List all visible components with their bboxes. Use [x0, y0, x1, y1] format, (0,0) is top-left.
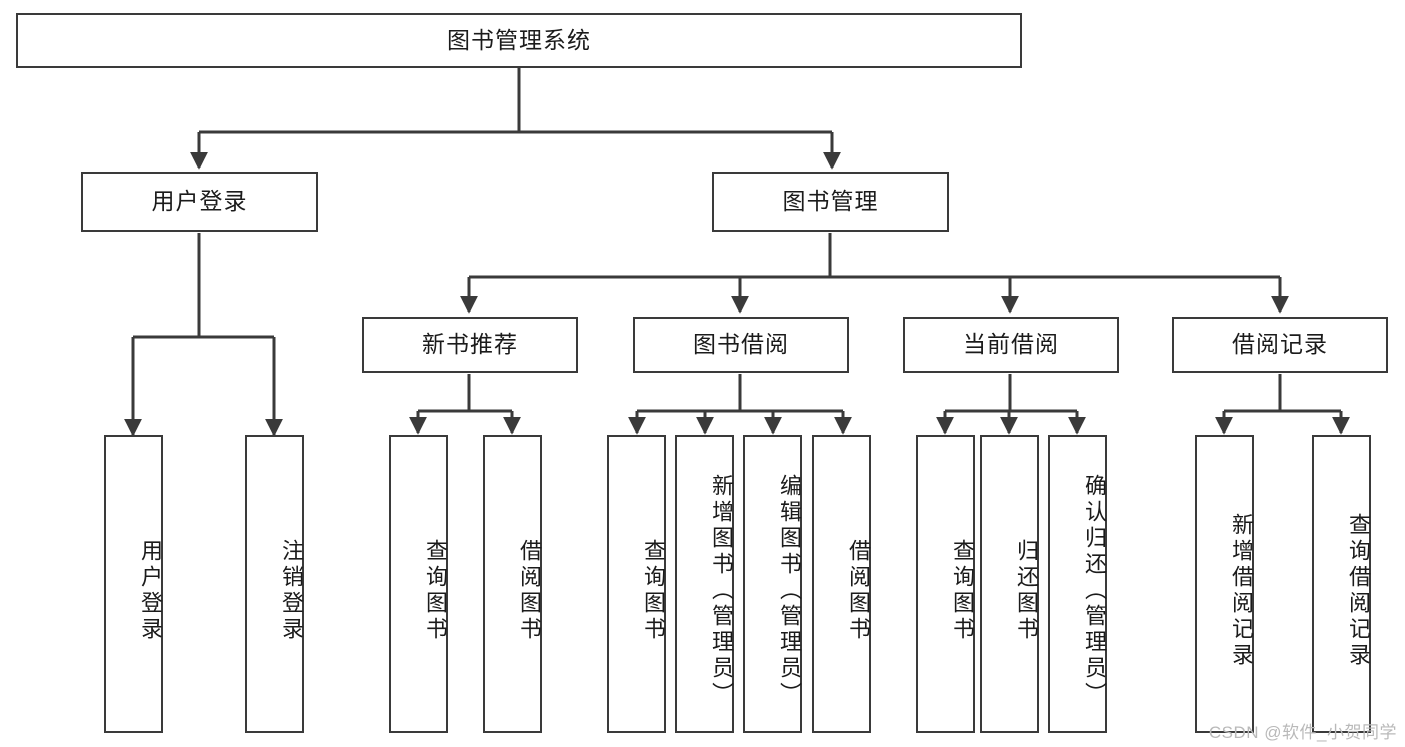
- node-label: 当前借阅: [963, 331, 1059, 358]
- node-label: 确认归还（管理员）: [1082, 474, 1107, 708]
- node-leaf-recommend-query-book[interactable]: 查询图书: [389, 435, 448, 733]
- node-book-management[interactable]: 图书管理: [712, 172, 949, 232]
- node-label: 新增借阅记录: [1229, 513, 1254, 669]
- node-leaf-user-logout[interactable]: 注销登录: [245, 435, 304, 733]
- node-leaf-borrow-edit-book-admin[interactable]: 编辑图书（管理员）: [743, 435, 802, 733]
- node-leaf-current-confirm-return-admin[interactable]: 确认归还（管理员）: [1048, 435, 1107, 733]
- node-label: 归还图书: [1014, 539, 1039, 643]
- node-label: 编辑图书（管理员）: [777, 474, 802, 708]
- node-leaf-record-add-record[interactable]: 新增借阅记录: [1195, 435, 1254, 733]
- node-label: 借阅图书: [846, 539, 871, 643]
- node-current-borrow[interactable]: 当前借阅: [903, 317, 1119, 373]
- node-leaf-recommend-borrow-book[interactable]: 借阅图书: [483, 435, 542, 733]
- csdn-watermark: CSDN @软件_小贺同学: [1208, 723, 1397, 742]
- node-label: 图书管理: [782, 188, 879, 215]
- node-new-book-recommend[interactable]: 新书推荐: [362, 317, 578, 373]
- node-leaf-record-query-record[interactable]: 查询借阅记录: [1312, 435, 1371, 733]
- node-leaf-user-login[interactable]: 用户登录: [104, 435, 163, 733]
- node-label: 查询借阅记录: [1346, 513, 1371, 669]
- node-leaf-current-query-book[interactable]: 查询图书: [916, 435, 975, 733]
- node-label: 注销登录: [279, 539, 304, 643]
- node-label: 新书推荐: [422, 331, 518, 358]
- node-leaf-borrow-add-book-admin[interactable]: 新增图书（管理员）: [675, 435, 734, 733]
- node-leaf-borrow-borrow-book[interactable]: 借阅图书: [812, 435, 871, 733]
- node-borrow-record[interactable]: 借阅记录: [1172, 317, 1388, 373]
- node-label: 查询图书: [641, 539, 666, 643]
- node-root-library-system[interactable]: 图书管理系统: [16, 13, 1022, 68]
- node-label: 查询图书: [423, 539, 448, 643]
- node-label: 用户登录: [151, 188, 248, 215]
- node-label: 借阅图书: [517, 539, 542, 643]
- node-label: 图书借阅: [693, 331, 789, 358]
- node-leaf-current-return-book[interactable]: 归还图书: [980, 435, 1039, 733]
- node-label: 新增图书（管理员）: [709, 474, 734, 708]
- node-label: 用户登录: [138, 539, 163, 643]
- node-leaf-borrow-query-book[interactable]: 查询图书: [607, 435, 666, 733]
- node-label: 借阅记录: [1232, 331, 1328, 358]
- node-label: 图书管理系统: [447, 26, 591, 53]
- node-book-borrow[interactable]: 图书借阅: [633, 317, 849, 373]
- node-label: 查询图书: [950, 539, 975, 643]
- node-user-login[interactable]: 用户登录: [81, 172, 318, 232]
